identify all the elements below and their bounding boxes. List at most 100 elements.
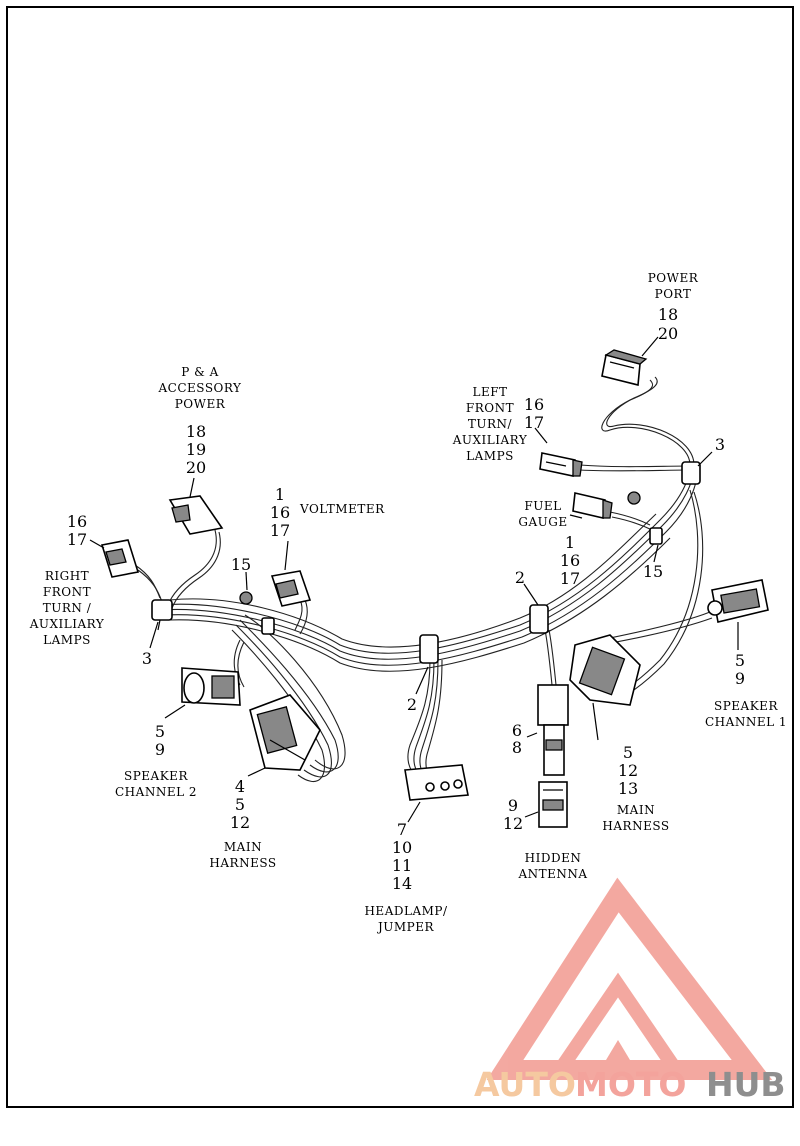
svg-text:12: 12 bbox=[503, 814, 523, 833]
svg-text:VOLTMETER: VOLTMETER bbox=[299, 502, 385, 516]
svg-text:18: 18 bbox=[658, 305, 678, 324]
svg-text:RIGHT: RIGHT bbox=[45, 569, 89, 583]
left-front-turn-label: LEFT FRONT TURN/ AUXILIARY LAMPS 16 17 bbox=[452, 385, 544, 463]
svg-text:POWER: POWER bbox=[175, 397, 226, 411]
svg-text:CHANNEL 1: CHANNEL 1 bbox=[705, 715, 787, 729]
svg-text:5: 5 bbox=[235, 795, 245, 814]
watermark-text: AUTO MOTO HUB bbox=[474, 1065, 786, 1104]
speaker-channel-2-label: 5 9 SPEAKER CHANNEL 2 bbox=[115, 722, 197, 799]
svg-text:ACCESSORY: ACCESSORY bbox=[158, 381, 243, 395]
svg-text:SPEAKER: SPEAKER bbox=[714, 699, 778, 713]
svg-text:9: 9 bbox=[508, 796, 518, 815]
svg-text:FUEL: FUEL bbox=[524, 499, 561, 513]
svg-text:17: 17 bbox=[524, 413, 544, 432]
clip-15-left-icon bbox=[239, 591, 275, 635]
svg-text:6: 6 bbox=[512, 721, 522, 740]
ref-2-upper: 2 bbox=[515, 568, 525, 587]
svg-text:8: 8 bbox=[512, 738, 522, 757]
svg-text:POWER: POWER bbox=[648, 271, 699, 285]
svg-text:FRONT: FRONT bbox=[466, 401, 514, 415]
svg-text:SPEAKER: SPEAKER bbox=[124, 769, 188, 783]
speaker-channel-1-connector-icon bbox=[707, 579, 769, 623]
voltmeter-connector-icon bbox=[270, 570, 312, 607]
svg-text:AUXILIARY: AUXILIARY bbox=[452, 433, 528, 447]
svg-text:12: 12 bbox=[618, 761, 638, 780]
headlamp-jumper-label: 7 10 11 14 HEADLAMP/ JUMPER bbox=[364, 820, 448, 934]
svg-text:GAUGE: GAUGE bbox=[518, 515, 567, 529]
svg-text:P & A: P & A bbox=[181, 365, 219, 379]
svg-text:5: 5 bbox=[735, 651, 745, 670]
svg-text:18: 18 bbox=[186, 422, 206, 441]
svg-text:16: 16 bbox=[67, 512, 87, 531]
ref-15-right: 15 bbox=[643, 562, 663, 581]
hidden-antenna-label: 9 12 HIDDEN ANTENNA bbox=[503, 796, 587, 881]
speaker-channel-1-label: 5 9 SPEAKER CHANNEL 1 bbox=[705, 651, 787, 729]
svg-text:1: 1 bbox=[275, 485, 285, 504]
svg-text:7: 7 bbox=[397, 820, 407, 839]
clip-2-upper-icon bbox=[529, 604, 549, 634]
svg-text:AUXILIARY: AUXILIARY bbox=[29, 617, 105, 631]
pa-accessory-power-label: P & A ACCESSORY POWER 18 19 20 bbox=[158, 365, 243, 477]
drawing-frame bbox=[6, 6, 794, 1108]
fuel-gauge-label: FUEL GAUGE 1 16 17 bbox=[518, 499, 580, 588]
fuel-gauge-connector-icon bbox=[572, 492, 613, 519]
svg-text:4: 4 bbox=[235, 777, 245, 796]
leader-lines bbox=[89, 336, 739, 823]
svg-text:HARNESS: HARNESS bbox=[602, 819, 669, 833]
svg-text:LEFT: LEFT bbox=[472, 385, 507, 399]
svg-text:MAIN: MAIN bbox=[224, 840, 262, 854]
svg-text:10: 10 bbox=[392, 838, 412, 857]
ref-15-left: 15 bbox=[231, 555, 251, 574]
svg-text:16: 16 bbox=[560, 551, 580, 570]
svg-text:CHANNEL 2: CHANNEL 2 bbox=[115, 785, 197, 799]
svg-text:AUTO: AUTO bbox=[474, 1065, 576, 1104]
svg-text:20: 20 bbox=[186, 458, 206, 477]
svg-text:13: 13 bbox=[618, 779, 638, 798]
svg-text:LAMPS: LAMPS bbox=[466, 449, 514, 463]
svg-text:16: 16 bbox=[524, 395, 544, 414]
pa-accessory-power-connector-icon bbox=[168, 495, 224, 535]
clip-3-right-icon bbox=[681, 461, 701, 485]
svg-text:5: 5 bbox=[155, 722, 165, 741]
svg-text:PORT: PORT bbox=[655, 287, 692, 301]
harness-wires bbox=[134, 376, 713, 782]
ref-3-right: 3 bbox=[715, 435, 725, 454]
svg-text:HEADLAMP/: HEADLAMP/ bbox=[364, 904, 448, 918]
power-port-label: POWER PORT 18 20 bbox=[648, 271, 699, 343]
svg-text:TURN /: TURN / bbox=[43, 601, 92, 615]
svg-text:16: 16 bbox=[270, 503, 290, 522]
main-harness-right-connector-icon bbox=[569, 634, 641, 706]
svg-text:14: 14 bbox=[392, 874, 412, 893]
voltmeter-label: 1 16 17 VOLTMETER bbox=[270, 485, 385, 540]
connector-6-8-label: 6 8 bbox=[512, 721, 522, 757]
svg-text:HIDDEN: HIDDEN bbox=[525, 851, 582, 865]
svg-text:TURN/: TURN/ bbox=[468, 417, 513, 431]
svg-text:LAMPS: LAMPS bbox=[43, 633, 91, 647]
power-port-connector-icon bbox=[601, 349, 648, 387]
speaker-channel-2-connector-icon bbox=[181, 667, 241, 706]
svg-text:9: 9 bbox=[155, 740, 165, 759]
svg-text:MOTO: MOTO bbox=[575, 1065, 686, 1104]
svg-text:HUB: HUB bbox=[706, 1065, 786, 1104]
main-harness-left-connector-icon bbox=[249, 694, 321, 771]
right-front-turn-label: 16 17 RIGHT FRONT TURN / AUXILIARY LAMPS bbox=[29, 512, 105, 647]
svg-text:ANTENNA: ANTENNA bbox=[517, 867, 587, 881]
left-front-turn-connector-icon bbox=[539, 452, 583, 477]
svg-text:HARNESS: HARNESS bbox=[209, 856, 276, 870]
svg-text:9: 9 bbox=[735, 669, 745, 688]
svg-text:11: 11 bbox=[392, 856, 412, 875]
clip-15-right-icon bbox=[627, 491, 663, 545]
svg-text:12: 12 bbox=[230, 813, 250, 832]
clip-3-left-icon bbox=[151, 599, 173, 631]
hidden-antenna-connector-icon bbox=[538, 781, 568, 828]
connector-6-8-icon bbox=[537, 684, 569, 776]
svg-text:17: 17 bbox=[67, 530, 87, 549]
right-front-turn-connector-icon bbox=[100, 539, 140, 578]
svg-text:17: 17 bbox=[560, 569, 580, 588]
ref-3-left: 3 bbox=[142, 649, 152, 668]
svg-text:20: 20 bbox=[658, 324, 678, 343]
main-harness-right-label: 5 12 13 MAIN HARNESS bbox=[602, 743, 669, 833]
main-harness-left-label: 4 5 12 MAIN HARNESS bbox=[209, 777, 276, 870]
svg-text:17: 17 bbox=[270, 521, 290, 540]
